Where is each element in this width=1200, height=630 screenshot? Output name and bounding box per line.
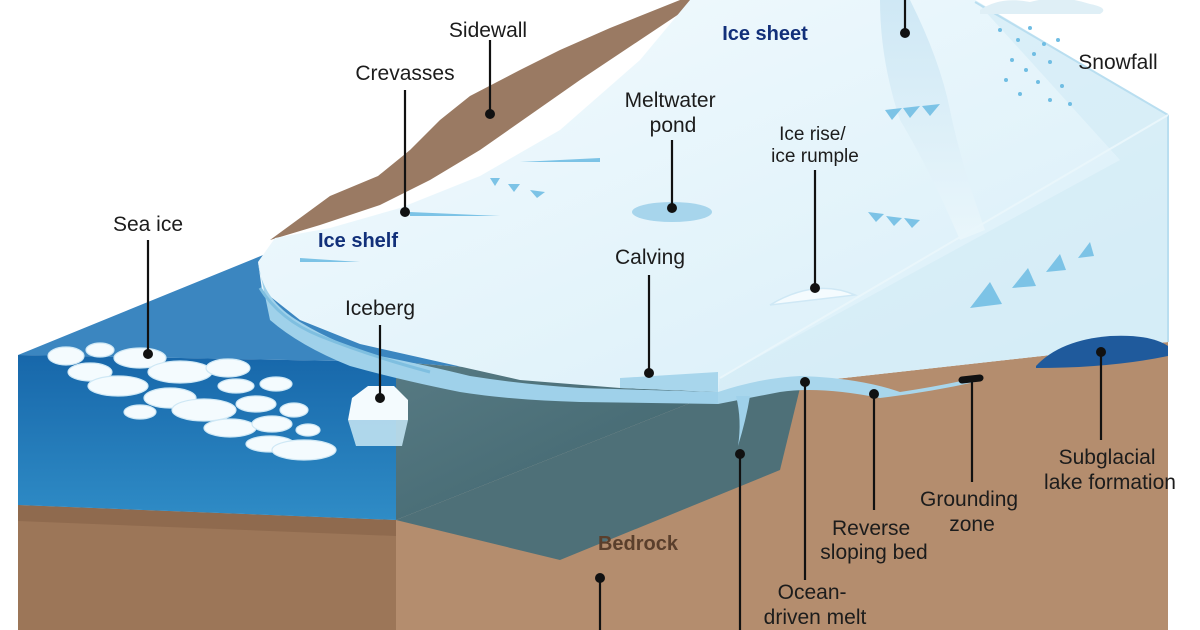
ice-underside	[718, 376, 975, 404]
label-sidewall: Sidewall	[449, 19, 527, 42]
region-label-ice-shelf: Ice shelf	[318, 230, 398, 252]
snowfall	[980, 0, 1104, 106]
label-reverse-sloping-bed: Reverse sloping bed	[820, 517, 927, 564]
region-label-ice-sheet: Ice sheet	[722, 23, 808, 45]
crevasse-marks	[300, 104, 1094, 308]
label-ice-rise: Ice rise/ ice rumple	[771, 124, 859, 167]
label-calving: Calving	[615, 246, 685, 269]
label-meltwater-pond: Meltwater pond	[625, 89, 722, 137]
label-iceberg: Iceberg	[345, 297, 415, 320]
bedrock	[18, 342, 1168, 630]
sea-ice-floes	[47, 342, 337, 461]
iceberg	[348, 386, 408, 446]
leader-lines	[143, 0, 1106, 630]
label-ocean-driven-melt: Ocean- driven melt	[764, 581, 867, 629]
melt-channel	[736, 396, 750, 446]
label-subglacial-lake: Subglacial lake formation	[1044, 446, 1176, 494]
label-sea-ice: Sea ice	[113, 213, 183, 236]
label-snowfall: Snowfall	[1078, 51, 1157, 74]
ice-shelf-edge	[258, 262, 718, 404]
label-grounding-zone: Grounding zone	[920, 488, 1024, 536]
region-label-bedrock: Bedrock	[598, 533, 679, 555]
label-crevasses: Crevasses	[355, 62, 454, 85]
sidewall-mountain	[270, 0, 700, 240]
ice-sheet-body	[258, 0, 1169, 392]
